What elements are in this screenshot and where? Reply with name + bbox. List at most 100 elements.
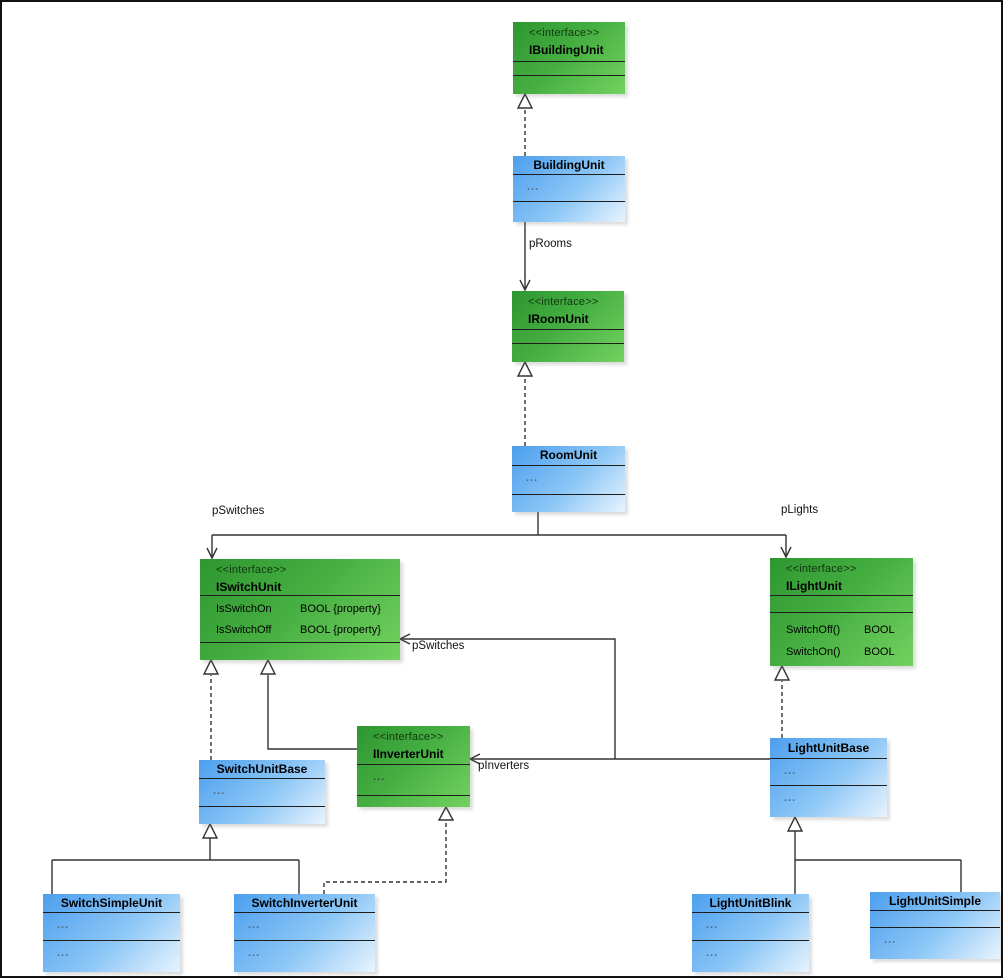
edge-label-prooms: pRooms [529,238,572,250]
operations-compartment [200,642,400,660]
class-ibuildingunit: <<interface>> IBuildingUnit [513,22,625,94]
edge-label-plights: pLights [781,504,819,516]
realization-switchinverterunit-iinverterunit [323,805,455,894]
attributes-compartment: ... [43,912,180,940]
class-switchunitbase: SwitchUnitBase ... [199,760,325,824]
attribute-type: BOOL {property} [300,603,381,615]
operations-compartment: ... [692,940,809,972]
class-ilightunit: <<interface>> ILightUnit SwitchOff() BOO… [770,558,913,666]
class-name: IInverterUnit [373,747,444,761]
operations-compartment: ... [43,940,180,972]
stereotype-label: <<interface>> [786,563,857,575]
association-pinverters [468,753,770,765]
class-iroomunit: <<interface>> IRoomUnit [512,291,624,362]
stereotype-label: <<interface>> [529,27,600,39]
realization-roomunit-iroomunit [516,360,534,446]
operations-compartment [513,75,625,94]
attributes-compartment [513,61,625,75]
placeholder-row: ... [884,934,897,946]
class-lightunitsimple: LightUnitSimple ... [870,892,1000,959]
attribute-name: IsSwitchOn [216,603,272,615]
operations-compartment [512,494,625,512]
class-name: SwitchUnitBase [216,762,308,776]
realization-lightunitbase-ilightunit [773,664,791,738]
placeholder-row: ... [57,947,70,959]
placeholder-row: ... [527,181,540,193]
class-name: ISwitchUnit [216,580,282,594]
attribute-name: IsSwitchOff [216,624,272,636]
class-iswitchunit: <<interface>> ISwitchUnit IsSwitchOn BOO… [200,559,400,660]
class-roomunit: RoomUnit ... [512,446,625,512]
placeholder-row: ... [373,771,386,783]
class-name: IRoomUnit [528,312,589,326]
placeholder-row: ... [784,792,797,804]
placeholder-row: ... [57,919,70,931]
generalization-tree-switchunitbase [51,822,300,894]
generalization-iinverterunit-iswitchunit [259,658,357,750]
generalization-tree-lightunitbase [786,815,962,894]
operation-name: SwitchOn() [786,646,841,658]
attribute-type: BOOL {property} [300,624,381,636]
attributes-compartment: ... [513,174,625,201]
class-name: LightUnitBase [787,741,870,755]
operation-row: SwitchOn() BOOL [770,641,913,663]
stereotype-label: <<interface>> [216,564,287,576]
attributes-compartment: ... [512,465,625,494]
operation-row: SwitchOff() BOOL [770,619,913,641]
class-name: LightUnitBlink [709,896,792,910]
class-name: SwitchSimpleUnit [60,896,163,910]
attributes-compartment [770,595,913,612]
class-name: RoomUnit [539,448,598,462]
edge-label-pinverters: pInverters [478,760,530,772]
class-name: IBuildingUnit [529,43,604,57]
association-pswitches [398,633,616,759]
class-lightunitbase: LightUnitBase ... ... [770,738,887,817]
attributes-compartment [870,910,1000,927]
association-roomunit-branch [206,512,792,560]
attributes-compartment: ... [357,764,470,795]
operation-type: BOOL [864,646,895,658]
attribute-row: IsSwitchOff BOOL {property} [200,620,400,641]
operations-compartment [357,795,470,807]
class-lightunitblink: LightUnitBlink ... ... [692,894,809,972]
attribute-row: IsSwitchOn BOOL {property} [200,599,400,620]
class-name: LightUnitSimple [889,894,981,908]
placeholder-row: ... [526,472,539,484]
class-name: SwitchInverterUnit [251,896,358,910]
operations-compartment [512,343,624,362]
class-name: BuildingUnit [533,158,605,172]
stereotype-label: <<interface>> [528,296,599,308]
attributes-compartment: ... [234,912,375,940]
association-prooms [519,222,531,292]
operations-compartment: ... [870,927,1000,959]
placeholder-row: ... [248,919,261,931]
placeholder-row: ... [784,765,797,777]
operations-compartment [199,806,325,824]
operation-type: BOOL [864,624,895,636]
class-buildingunit: BuildingUnit ... [513,156,625,222]
operations-compartment: SwitchOff() BOOL SwitchOn() BOOL [770,612,913,666]
class-switchsimpleunit: SwitchSimpleUnit ... ... [43,894,180,972]
attributes-compartment: ... [770,758,887,785]
operations-compartment [513,201,625,222]
realization-buildingunit-ibuildingunit [516,92,534,156]
edge-label-pswitches-assoc: pSwitches [412,640,465,652]
placeholder-row: ... [706,947,719,959]
stereotype-label: <<interface>> [373,731,444,743]
operation-name: SwitchOff() [786,624,841,636]
realization-switchunitbase-iswitchunit [202,658,220,760]
attributes-compartment: ... [199,778,325,806]
class-name: ILightUnit [786,579,842,593]
operations-compartment: ... [770,785,887,817]
class-switchinverterunit: SwitchInverterUnit ... ... [234,894,375,972]
attributes-compartment: ... [692,912,809,940]
attributes-compartment: IsSwitchOn BOOL {property} IsSwitchOff B… [200,595,400,642]
operations-compartment: ... [234,940,375,972]
placeholder-row: ... [706,919,719,931]
placeholder-row: ... [248,947,261,959]
attributes-compartment [512,329,624,343]
class-iinverterunit: <<interface>> IInverterUnit ... [357,726,470,807]
edge-label-pswitches-top: pSwitches [212,505,265,517]
